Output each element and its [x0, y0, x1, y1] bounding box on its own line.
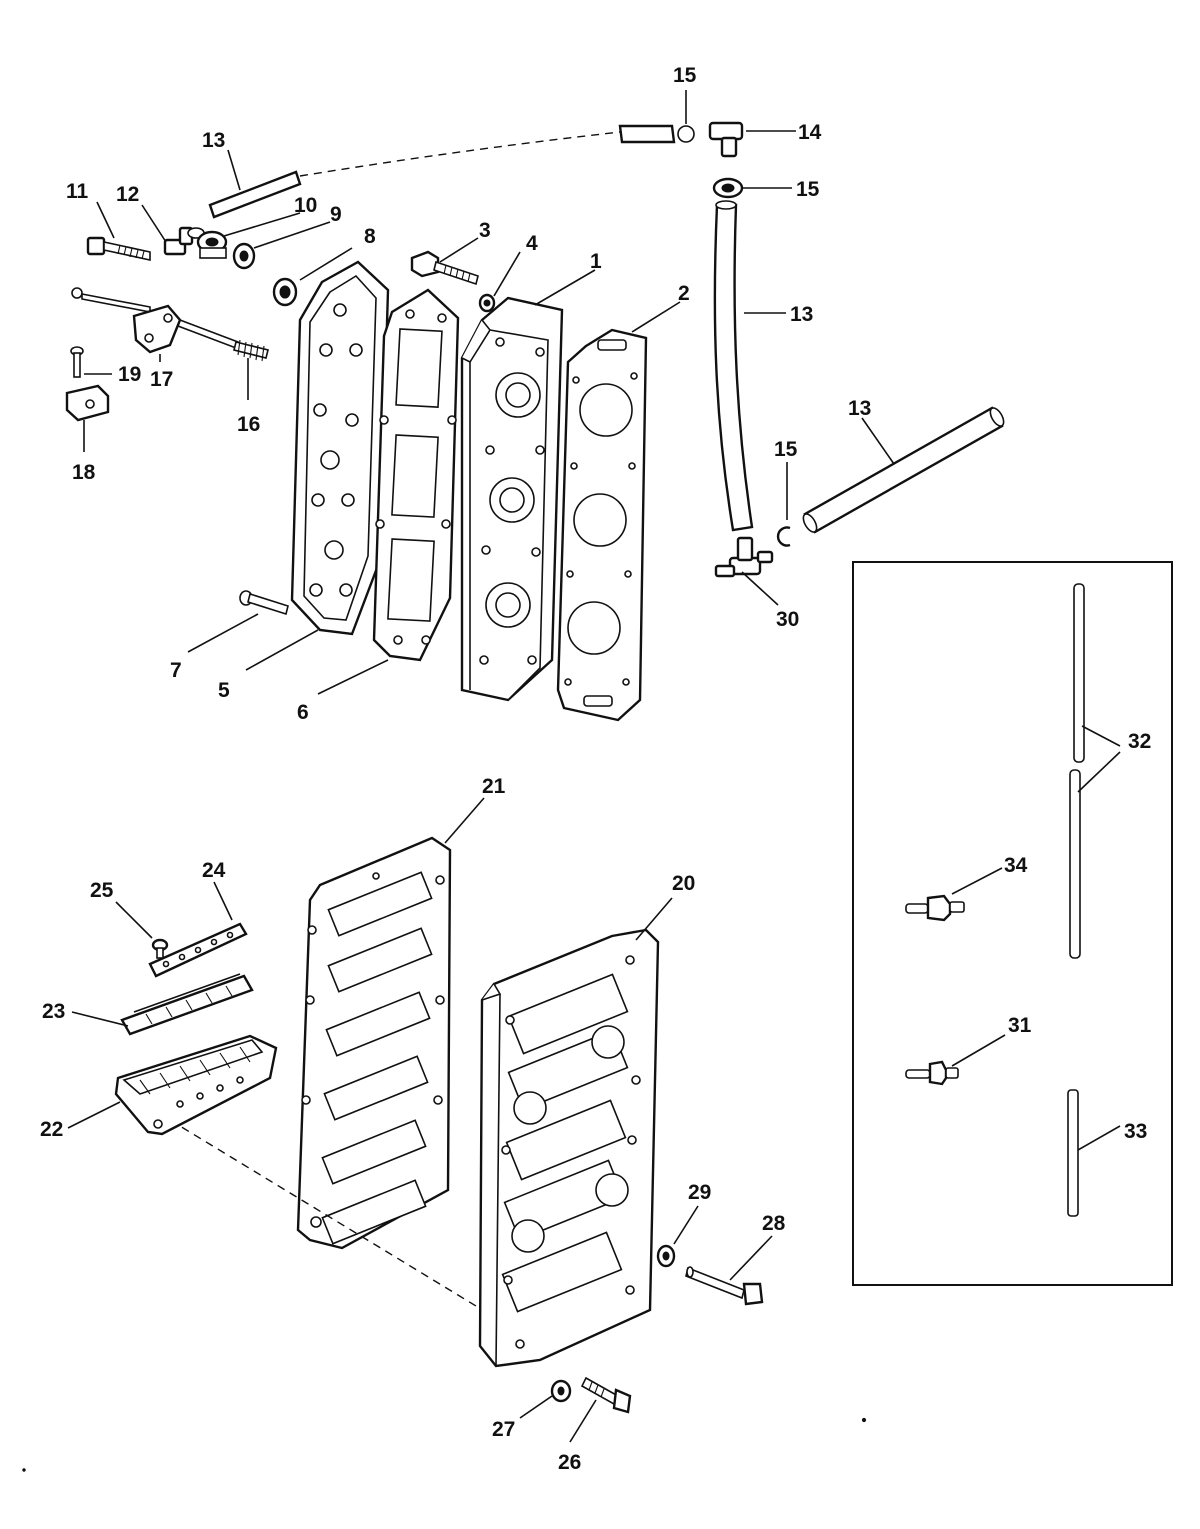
washer-29	[656, 1244, 676, 1268]
callout-12: 12	[116, 183, 139, 206]
callout-23: 23	[42, 1000, 65, 1023]
callout-8: 8	[364, 225, 376, 248]
callout-26: 26	[558, 1451, 581, 1474]
callout-9: 9	[330, 203, 342, 226]
block-18	[65, 384, 110, 422]
callout-15-middle: 15	[796, 178, 820, 201]
washer-4	[478, 293, 496, 313]
callout-17: 17	[150, 368, 173, 391]
tee-fitting-30	[714, 536, 774, 578]
callout-33: 33	[1124, 1120, 1147, 1143]
callout-7: 7	[170, 659, 182, 682]
spring-16	[233, 339, 269, 362]
fitting-31	[905, 1060, 959, 1086]
callout-34: 34	[1004, 854, 1028, 877]
gasket-21	[296, 836, 452, 1250]
tube-33	[1067, 1089, 1079, 1217]
reed-petals-23	[120, 973, 254, 1036]
fitting-10	[196, 230, 228, 259]
bolt-26	[580, 1376, 632, 1414]
bolt-7	[239, 590, 289, 616]
callout-31: 31	[1008, 1014, 1032, 1037]
callout-13-long: 13	[848, 397, 871, 420]
reed-cage-22	[114, 1034, 278, 1136]
plate-17	[132, 304, 182, 354]
hose-13-upper	[208, 170, 302, 219]
callout-21: 21	[482, 775, 506, 798]
reed-block-20	[478, 928, 660, 1368]
callout-22: 22	[40, 1118, 63, 1141]
callout-11: 11	[66, 180, 89, 203]
hose-13-vertical	[713, 200, 754, 532]
callout-18: 18	[72, 461, 96, 484]
clamp-15-lower	[776, 526, 791, 547]
speck-mark	[22, 1468, 26, 1472]
tube-32-upper	[1073, 583, 1085, 763]
cylinder-head-1	[460, 296, 564, 702]
clamp-15-middle	[712, 177, 744, 199]
callout-24: 24	[202, 859, 226, 882]
callout-25: 25	[90, 879, 114, 902]
callout-13-vertical: 13	[790, 303, 813, 326]
callout-10: 10	[294, 194, 317, 217]
callout-20: 20	[672, 872, 695, 895]
callout-1: 1	[590, 250, 602, 273]
callout-6: 6	[297, 701, 309, 724]
reed-stop-plate-24	[148, 922, 248, 978]
screw-25	[151, 938, 169, 959]
fitting-34	[905, 894, 965, 922]
callout-16: 16	[237, 413, 260, 436]
callout-32: 32	[1128, 730, 1151, 753]
inset-box	[852, 561, 1173, 1286]
callout-19: 19	[118, 363, 141, 386]
washer-9	[232, 242, 256, 270]
hose-route-dashed-line	[299, 131, 621, 177]
callout-4: 4	[526, 232, 538, 255]
bolt-11	[86, 236, 151, 261]
head-cover-5	[290, 260, 390, 636]
callout-2: 2	[678, 282, 690, 305]
callout-labels: 1 2 3 4 5 6 7 8 9 10 11 12 13 13 13 14 1…	[40, 64, 1151, 1474]
alignment-dashed-line	[169, 1119, 477, 1307]
seal-8	[272, 277, 298, 307]
screw-19	[70, 346, 84, 378]
elbow-fitting-14	[708, 121, 744, 158]
speck-mark	[861, 1417, 867, 1423]
bolt-3	[410, 250, 479, 286]
hose-13-long	[802, 406, 1005, 534]
hose-15-short-segment	[618, 124, 695, 144]
callout-28: 28	[762, 1212, 786, 1235]
callout-27: 27	[492, 1418, 515, 1441]
callout-30: 30	[776, 608, 799, 631]
callout-15-top: 15	[673, 64, 697, 87]
gasket-6	[372, 288, 460, 662]
callout-14: 14	[798, 121, 822, 144]
head-gasket-2	[556, 328, 648, 722]
bolt-28	[685, 1266, 764, 1306]
callout-29: 29	[688, 1181, 711, 1204]
tube-32-lower	[1069, 769, 1081, 959]
callout-3: 3	[479, 219, 491, 242]
callout-13-upper: 13	[202, 129, 225, 152]
leader-lines	[67, 90, 1121, 1443]
callout-5: 5	[218, 679, 230, 702]
washer-27	[550, 1379, 572, 1403]
callout-15-lower: 15	[774, 438, 798, 461]
